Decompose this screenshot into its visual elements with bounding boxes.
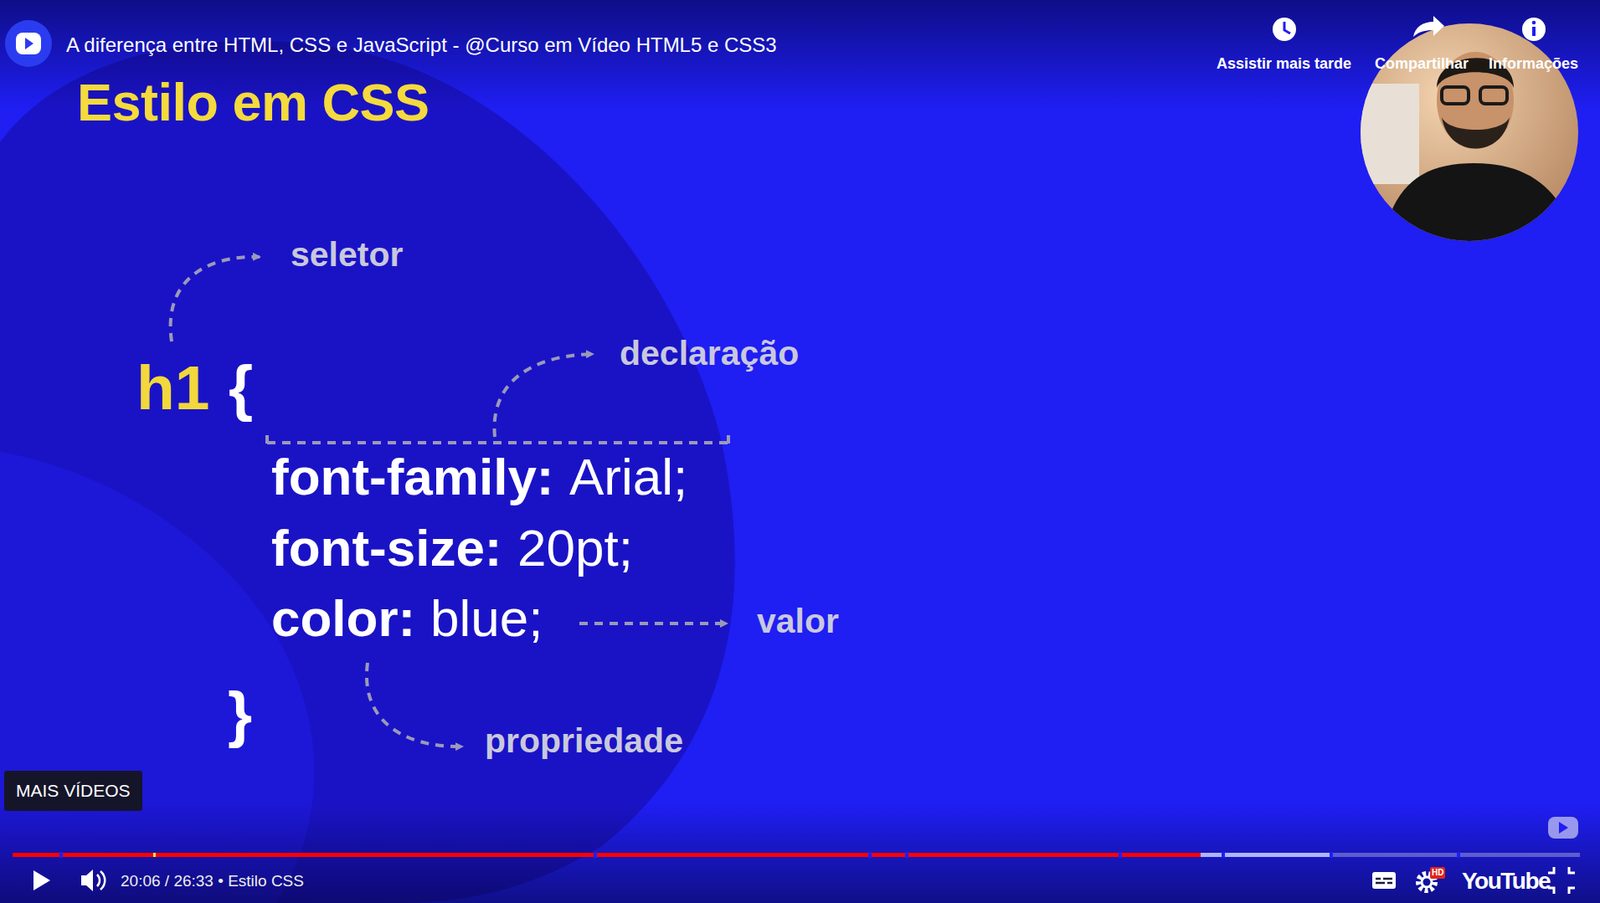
icon-label: Compartilhar (1374, 55, 1469, 73)
video-title: A diferença entre HTML, CSS e JavaScript… (66, 33, 777, 57)
more-videos-button: MAIS VÍDEOS (4, 771, 143, 812)
info-icon (1532, 20, 1537, 26)
settings-icon (1421, 877, 1432, 888)
watermark-logo (1548, 817, 1579, 839)
css-property: font-family: (271, 447, 555, 507)
callout-label: seletor (290, 235, 403, 275)
hd-badge: HD (1430, 867, 1446, 880)
subtitles-icon (1372, 872, 1396, 890)
icon-label: Informações (1488, 55, 1579, 73)
leader-arrow (579, 622, 727, 626)
chapter-gaps (59, 852, 1461, 859)
info-icon (1522, 17, 1546, 42)
background-blob (0, 41, 736, 903)
clock-icon (1272, 17, 1297, 42)
css-value: 20pt; (517, 518, 633, 578)
leader-arrow (493, 354, 593, 438)
leader-arrow (170, 257, 260, 342)
css-brace: } (227, 678, 253, 751)
css-selector: h1 (136, 351, 211, 424)
webcam-bubble (1356, 16, 1583, 252)
leader-arrow (366, 663, 463, 747)
volume-icon (81, 869, 93, 892)
clock-icon (1284, 21, 1291, 34)
css-brace: { (228, 351, 253, 424)
css-property: color: (271, 588, 416, 649)
youtube-logo: YouTube (1461, 868, 1550, 896)
icon-label: Assistir mais tarde (1216, 55, 1352, 73)
channel-logo (25, 37, 34, 50)
css-value: Arial; (569, 447, 688, 507)
progress-buffered (1200, 853, 1331, 858)
channel-logo (5, 20, 52, 67)
play-icon (33, 870, 51, 891)
channel-logo (15, 32, 42, 55)
watermark-logo (1558, 822, 1569, 834)
css-value: blue; (430, 588, 543, 649)
chapter-marker (153, 853, 156, 858)
progress-track (12, 853, 1580, 858)
share-icon (1413, 15, 1445, 37)
slide-heading: Estilo em CSS (77, 72, 430, 133)
volume-icon (97, 871, 105, 891)
bottom-shade (0, 803, 1600, 903)
info-icon (1532, 26, 1536, 37)
fullscreen-icon (1548, 867, 1575, 895)
callout-label: propriedade (484, 721, 684, 762)
css-property: font-size: (271, 518, 503, 578)
callout-label: valor (756, 601, 839, 642)
callout-label: declaração (619, 334, 799, 374)
time-display: 20:06 / 26:33 • Estilo CSS (120, 872, 304, 891)
progress-played (12, 853, 1201, 858)
subtitles-icon (1375, 879, 1393, 884)
